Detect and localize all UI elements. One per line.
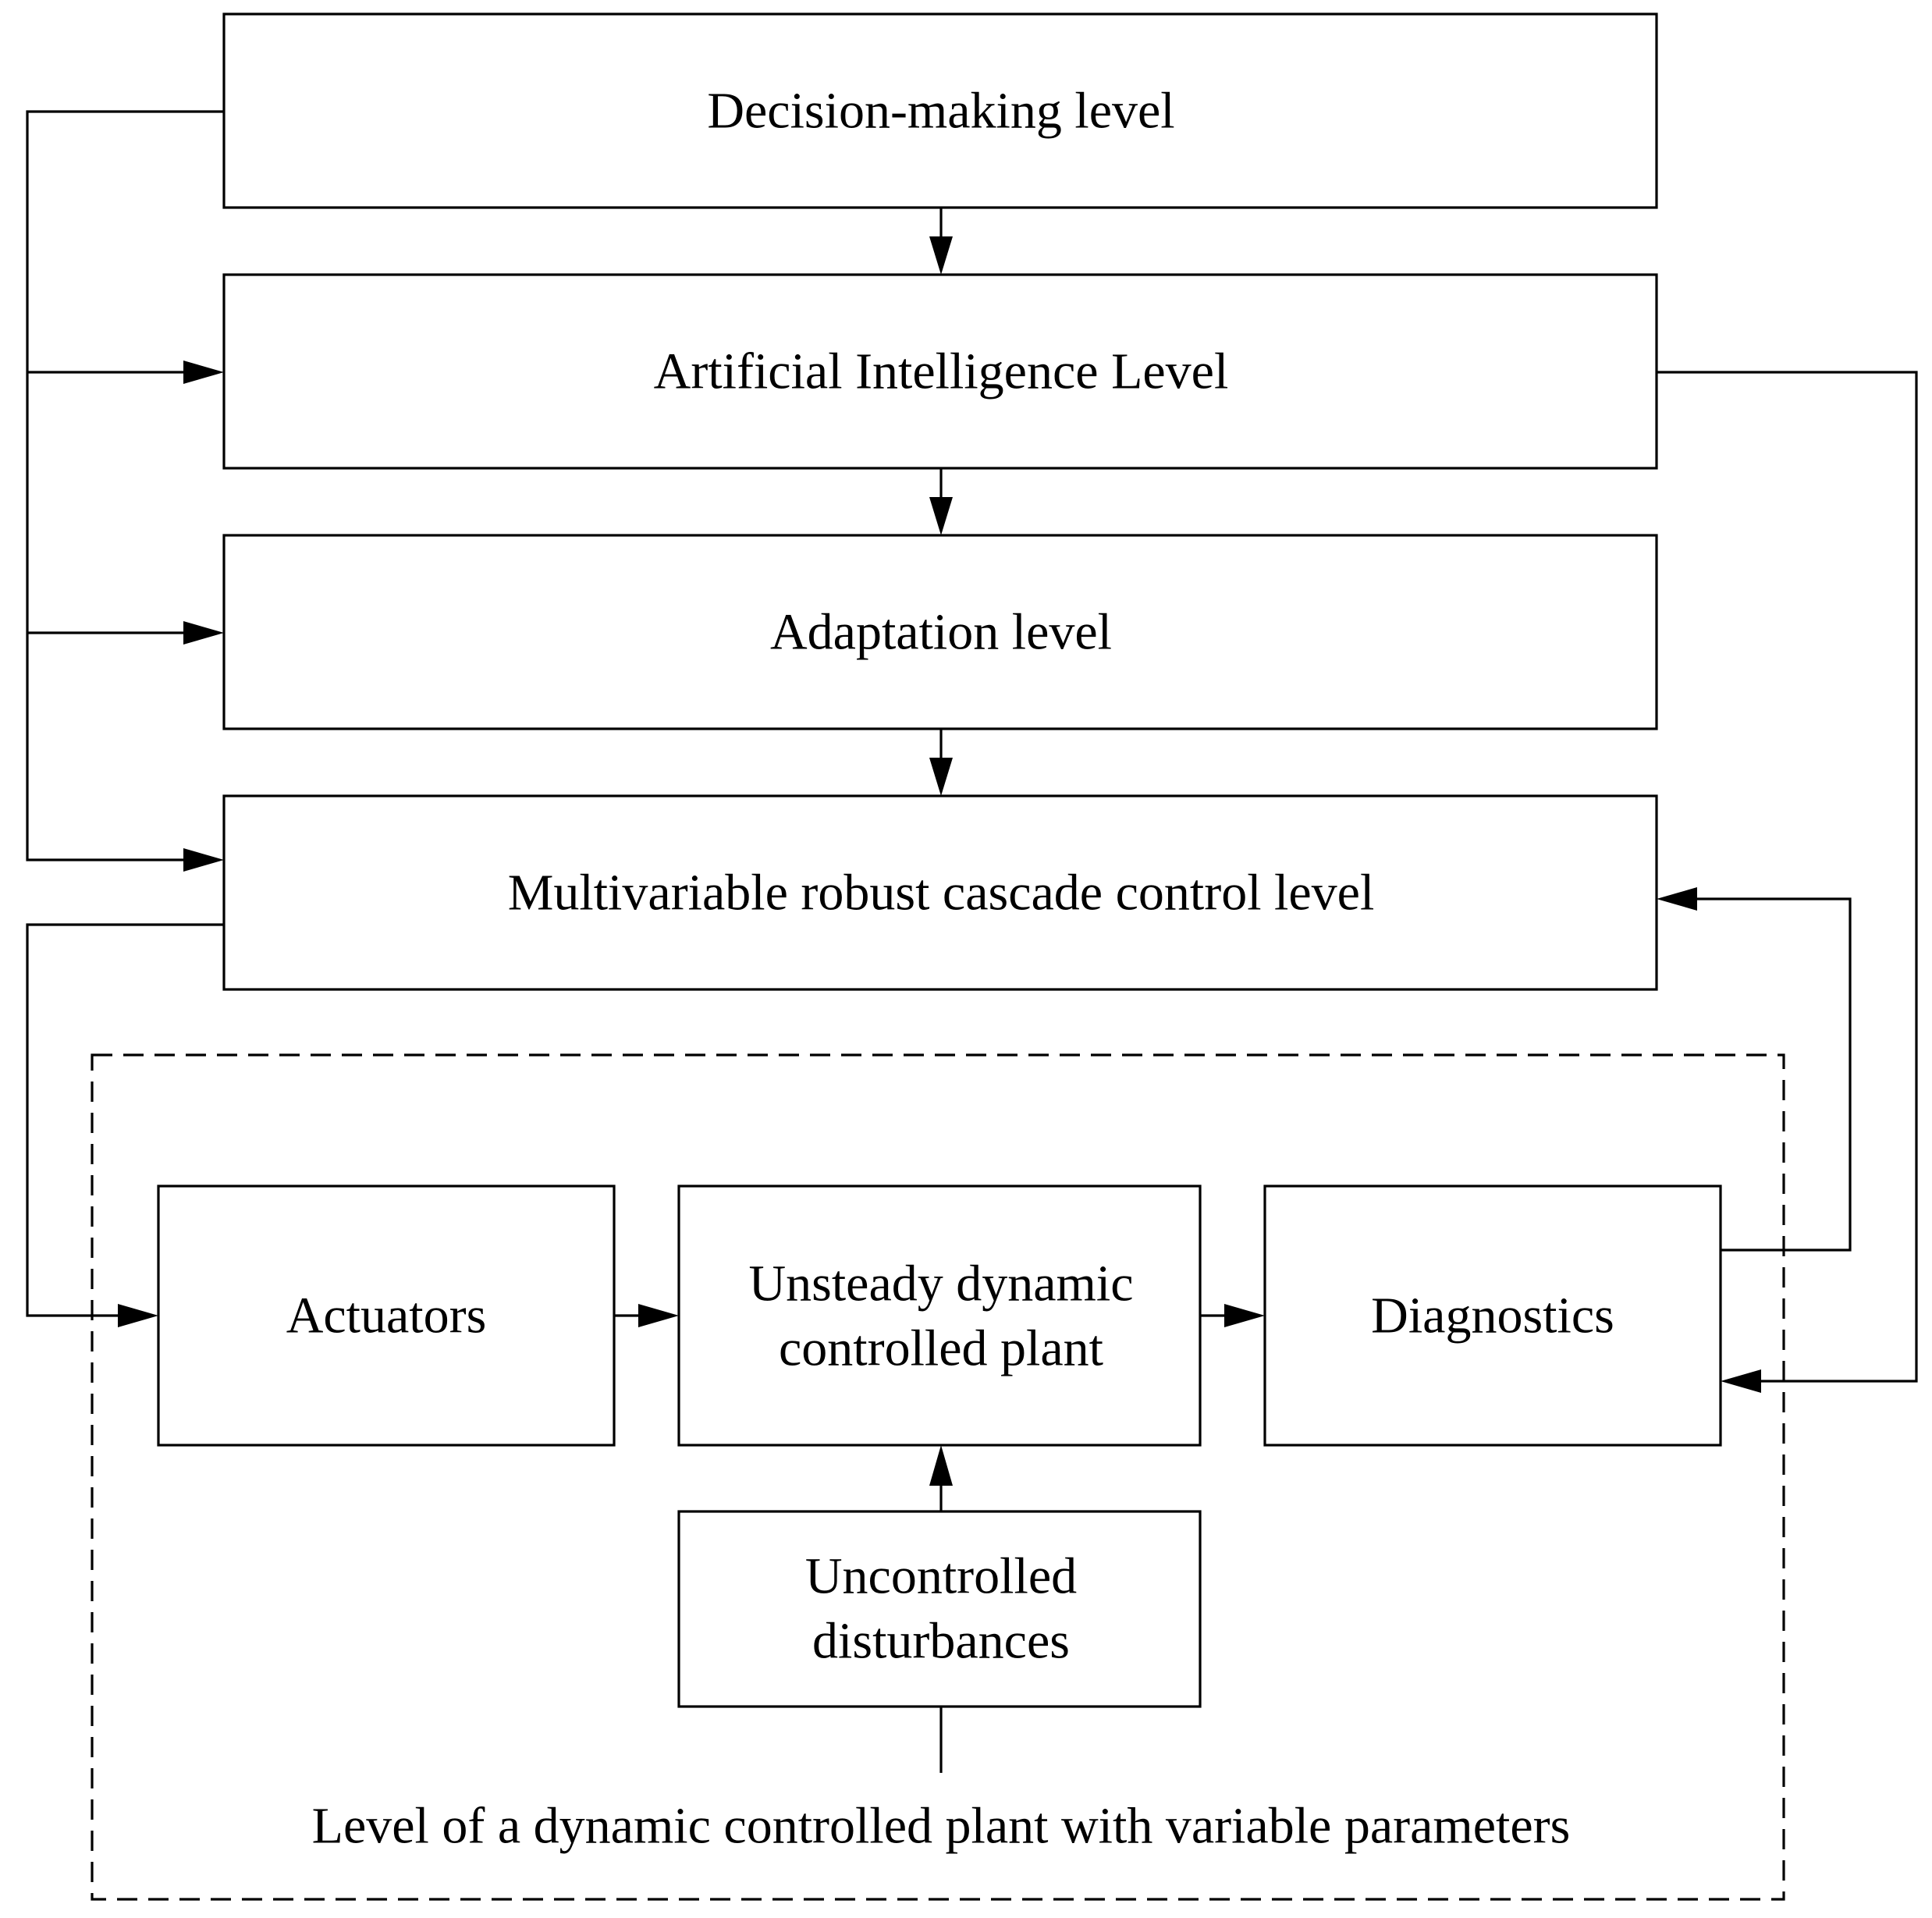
- cascade-to-actuators-line: [26, 923, 224, 1317]
- cascade-to-actuators-arrowhead: [118, 1304, 158, 1327]
- actuators-to-plant-arrowhead: [638, 1304, 679, 1327]
- disturbances-box: [677, 1510, 1202, 1708]
- bus-to-adaptation-arrowhead: [183, 621, 224, 645]
- cascade-control-level-box: [222, 794, 1658, 991]
- disturbances-label-line2: disturbances: [812, 1613, 1070, 1670]
- ai-to-diagnostics-line: [1657, 371, 1918, 1383]
- diagnostics-to-cascade-arrowhead: [1657, 887, 1697, 911]
- plant-level-frame: [91, 1053, 1785, 1901]
- adaptation-to-cascade-arrowhead: [929, 758, 953, 796]
- decision-making-level-label: Decision-making level: [707, 83, 1174, 140]
- diagnostics-label: Diagnostics: [1371, 1288, 1614, 1344]
- actuators-box: [157, 1185, 616, 1447]
- ai-level-label: Artificial Intelligence Level: [654, 343, 1229, 400]
- ai-to-adaptation-arrowhead: [929, 497, 953, 535]
- ai-to-diagnostics-arrowhead: [1721, 1369, 1761, 1393]
- plant-to-diagnostics-arrowhead: [1224, 1304, 1265, 1327]
- diagnostics-to-cascade-line: [1696, 897, 1852, 1252]
- controlled-plant-box: [677, 1185, 1202, 1447]
- actuators-label: Actuators: [286, 1288, 487, 1344]
- decision-making-level-box: [222, 12, 1658, 209]
- disturbances-label-line1: Uncontrolled: [805, 1548, 1077, 1605]
- controlled-plant-label-line2: controlled plant: [779, 1320, 1103, 1377]
- adaptation-level-label: Adaptation level: [770, 604, 1112, 661]
- bus-to-ai-arrowhead: [183, 361, 224, 384]
- controlled-plant-label-line1: Unsteady dynamic: [748, 1256, 1133, 1312]
- cascade-control-level-label: Multivariable robust cascade control lev…: [508, 865, 1375, 922]
- ai-level-box: [222, 273, 1658, 470]
- decision-left-bus: [26, 110, 224, 861]
- diagnostics-box: [1263, 1185, 1722, 1447]
- disturbances-to-plant-arrowhead: [929, 1445, 953, 1486]
- plant-level-caption: Level of a dynamic controlled plant with…: [312, 1798, 1571, 1855]
- decision-to-ai-arrowhead: [929, 236, 953, 275]
- bus-to-cascade-arrowhead: [183, 848, 224, 872]
